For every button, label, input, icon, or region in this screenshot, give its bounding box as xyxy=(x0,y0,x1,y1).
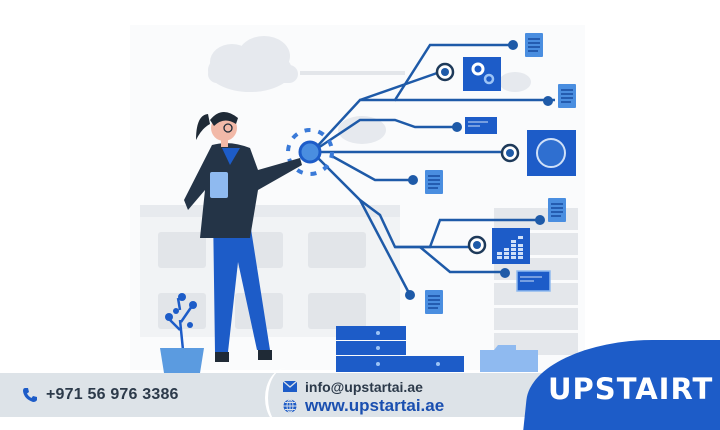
decorative-arc xyxy=(265,368,308,428)
phone-contact[interactable]: +971 56 976 3386 xyxy=(22,386,179,404)
contact-block: info@upstartai.ae www.upstartai.ae xyxy=(283,377,444,415)
dial-panel-icon xyxy=(527,130,576,176)
cloud-icon xyxy=(208,36,531,144)
network-illustration xyxy=(140,33,578,373)
plant-icon xyxy=(160,293,204,373)
phone-number: +971 56 976 3386 xyxy=(46,386,179,403)
email-address: info@upstartai.ae xyxy=(305,378,423,395)
touch-node-icon xyxy=(286,128,334,176)
globe-icon xyxy=(283,398,297,413)
email-contact[interactable]: info@upstartai.ae xyxy=(283,377,444,396)
server-stack-icon xyxy=(336,326,464,372)
folder-icon xyxy=(480,345,538,372)
brand-logo: UPSTAIRT xyxy=(548,372,714,406)
settings-gear-icon xyxy=(463,57,501,91)
phone-icon xyxy=(23,388,37,402)
mail-icon xyxy=(283,381,297,392)
bar-chart-icon xyxy=(492,228,530,264)
website-url: www.upstartai.ae xyxy=(305,395,445,415)
website-contact[interactable]: www.upstartai.ae xyxy=(283,396,444,415)
woman-figure xyxy=(184,111,302,362)
